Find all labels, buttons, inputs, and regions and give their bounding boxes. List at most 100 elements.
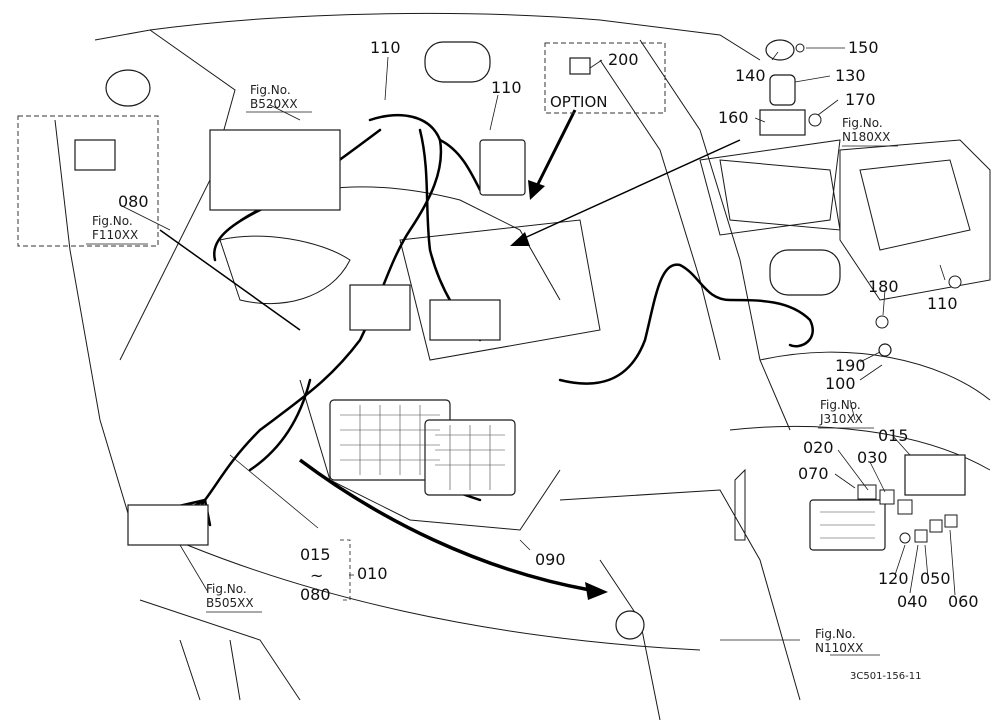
callout-050: 050 [920,569,951,588]
relay-020 [857,484,877,500]
bolt-150 [795,43,805,53]
callout-080-range-end: 080 [300,585,331,604]
fig-ref-b520-number: B520XX [250,97,298,111]
callout-010: 010 [357,564,388,583]
relay-040 [914,529,928,543]
callout-180: 180 [868,277,899,296]
rear-relay [479,139,526,196]
callout-170: 170 [845,90,876,109]
fig-ref-f110-number: F110XX [92,228,139,242]
relay-060 [944,514,958,528]
fig-ref-j310-prefix: Fig.No. [820,398,861,412]
lower-frame-2 [599,559,661,721]
callout-100: 100 [825,374,856,393]
right-pillar [639,39,791,431]
roof-line [149,12,761,61]
inset-option-box [544,42,666,114]
callout-110-right: 110 [927,294,958,313]
rear-fender [759,351,991,401]
document-code: 3C501-156-11 [850,671,922,682]
arrow-f110 [159,229,301,331]
lower-frame [559,489,801,701]
callout-110-top: 110 [370,38,401,57]
fig-ref-n110: Fig.No. N110XX [815,627,863,655]
right-console [839,139,991,301]
callout-060: 060 [948,592,979,611]
fig-ref-n180: Fig.No. N180XX [842,116,890,144]
fig-ref-n110-prefix: Fig.No. [815,627,856,641]
lower-connectors [127,504,209,546]
relay-050 [929,519,943,533]
callout-190: 190 [835,356,866,375]
relay-070 [897,499,913,515]
callout-range-tilde: ~ [310,566,324,585]
fig-ref-b505: Fig.No. B505XX [206,582,254,610]
seat-frame [399,219,601,361]
bolt-120 [899,532,911,544]
floor-line [129,519,701,651]
side-harness [248,378,312,472]
fig-ref-b520: Fig.No. B520XX [250,83,298,111]
arrow-option [533,109,577,191]
right-pillar-inner [599,59,721,361]
bolt-170 [808,113,822,127]
fig-ref-b505-number: B505XX [206,596,254,610]
relay-block [349,284,411,331]
connector-bank [209,129,341,211]
relay-cover [904,454,966,496]
fig-ref-n180-prefix: Fig.No. [842,116,883,130]
callout-110-mid: 110 [491,78,522,97]
option-label: OPTION [550,93,608,111]
callout-040: 040 [897,592,928,611]
arrow-n110-main [298,458,591,592]
right-console-inner [859,159,971,251]
switch-panel [429,299,501,341]
callout-015-right: 015 [878,426,909,445]
option-connector [569,57,591,75]
callout-150: 150 [848,38,879,57]
fig-ref-j310-number: J310XX [820,412,863,426]
steering-column [219,235,351,305]
fig-ref-f110-prefix: Fig.No. [92,214,133,228]
work-light-rear [769,249,841,296]
callout-015-range-start: 015 [300,545,331,564]
work-light-top [424,41,491,83]
callout-130: 130 [835,66,866,85]
fig-ref-f110: Fig.No. F110XX [92,214,138,242]
cab-left-edge [54,119,131,521]
floor-bottom-left-2 [179,639,241,701]
rear-plate [699,139,841,236]
fig-ref-b520-prefix: Fig.No. [250,83,291,97]
fig-ref-b505-prefix: Fig.No. [206,582,247,596]
fig-ref-n180-number: N180XX [842,130,891,144]
callout-140: 140 [735,66,766,85]
callout-030: 030 [857,448,888,467]
bolt-180 [875,315,889,329]
rear-bracket [734,468,746,541]
rear-window [719,159,841,231]
fig-ref-n110-number: N110XX [815,641,864,655]
beacon-lamp [765,39,795,61]
callout-070: 070 [798,464,829,483]
relay-030 [879,489,895,505]
beacon-base [769,74,796,106]
callout-120: 120 [878,569,909,588]
arrow-n180 [519,139,741,241]
floor-bottom-left [139,599,301,701]
f110-connector [74,139,116,171]
inset-f110-box [17,115,159,247]
callout-200: 200 [608,50,639,69]
rear-harness [558,263,814,385]
bolt-110c [948,275,962,289]
ground-bolt [878,343,892,357]
grommet [615,610,645,640]
callout-090: 090 [535,550,566,569]
callout-020: 020 [803,438,834,457]
main-harness-d [438,138,482,192]
fig-ref-j310: Fig.No. J310XX [820,398,863,426]
beacon-bracket [759,109,806,136]
side-mirror [105,69,151,107]
lower-console [299,379,561,531]
